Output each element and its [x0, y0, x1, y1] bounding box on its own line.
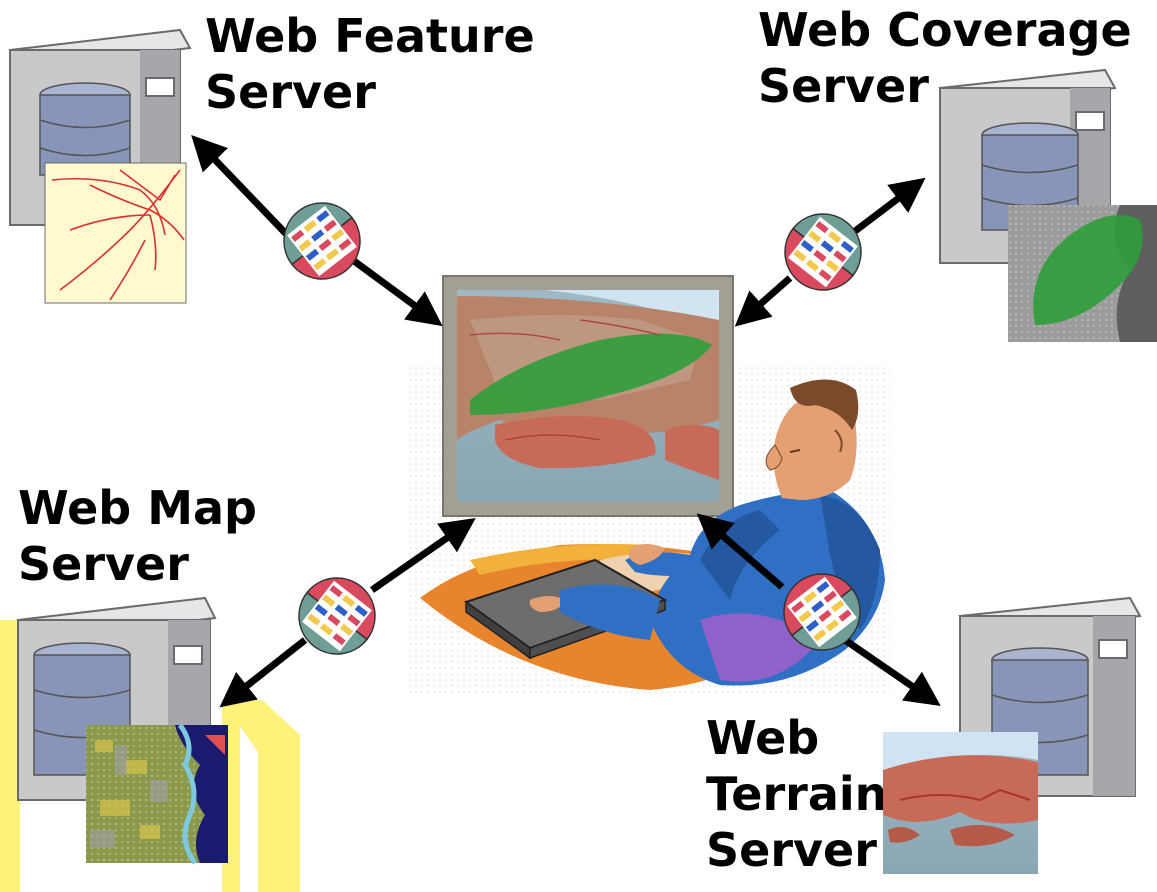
web-terrain-server-label-line2: Terrain — [706, 767, 888, 821]
web-map-server-label-line2: Server — [18, 537, 189, 591]
web-map-server-label-line1: Web Map — [18, 481, 257, 535]
web-feature-server-label-line2: Server — [205, 65, 376, 119]
terrain-image-thumbnail — [883, 732, 1038, 874]
protocol-adapter-icon — [783, 573, 861, 651]
protocol-adapter-icon — [784, 213, 862, 291]
connection-arrows — [191, 134, 941, 708]
web-feature-server-label-line1: Web Feature — [205, 9, 535, 63]
coverage-image-thumbnail — [1008, 205, 1157, 342]
web-feature-server-label: Web Feature Server — [205, 8, 535, 120]
protocol-adapter-icon — [283, 202, 361, 280]
protocol-adapter-icon — [298, 577, 376, 655]
web-coverage-server-label-line1: Web Coverage — [758, 3, 1132, 57]
arrow-icon — [843, 637, 941, 706]
arrow-icon — [347, 255, 443, 327]
web-terrain-server-label-line1: Web — [706, 711, 820, 765]
laptop-icon — [463, 558, 668, 660]
monitor-icon — [442, 275, 734, 517]
arrow-icon — [696, 513, 785, 590]
web-terrain-server-label: Web Terrain Server — [706, 710, 887, 878]
arrow-icon — [370, 518, 476, 593]
arrow-icon — [191, 134, 295, 243]
web-coverage-server-label-line2: Server — [758, 59, 929, 113]
web-coverage-server-label: Web Coverage Server — [758, 2, 1132, 114]
web-terrain-server-label-line3: Server — [706, 823, 877, 877]
arrow-icon — [734, 275, 793, 327]
web-map-server-label: Web Map Server — [18, 480, 257, 592]
arrow-icon — [219, 637, 308, 708]
feature-map-thumbnail — [44, 162, 187, 304]
map-image-thumbnail — [86, 723, 228, 865]
